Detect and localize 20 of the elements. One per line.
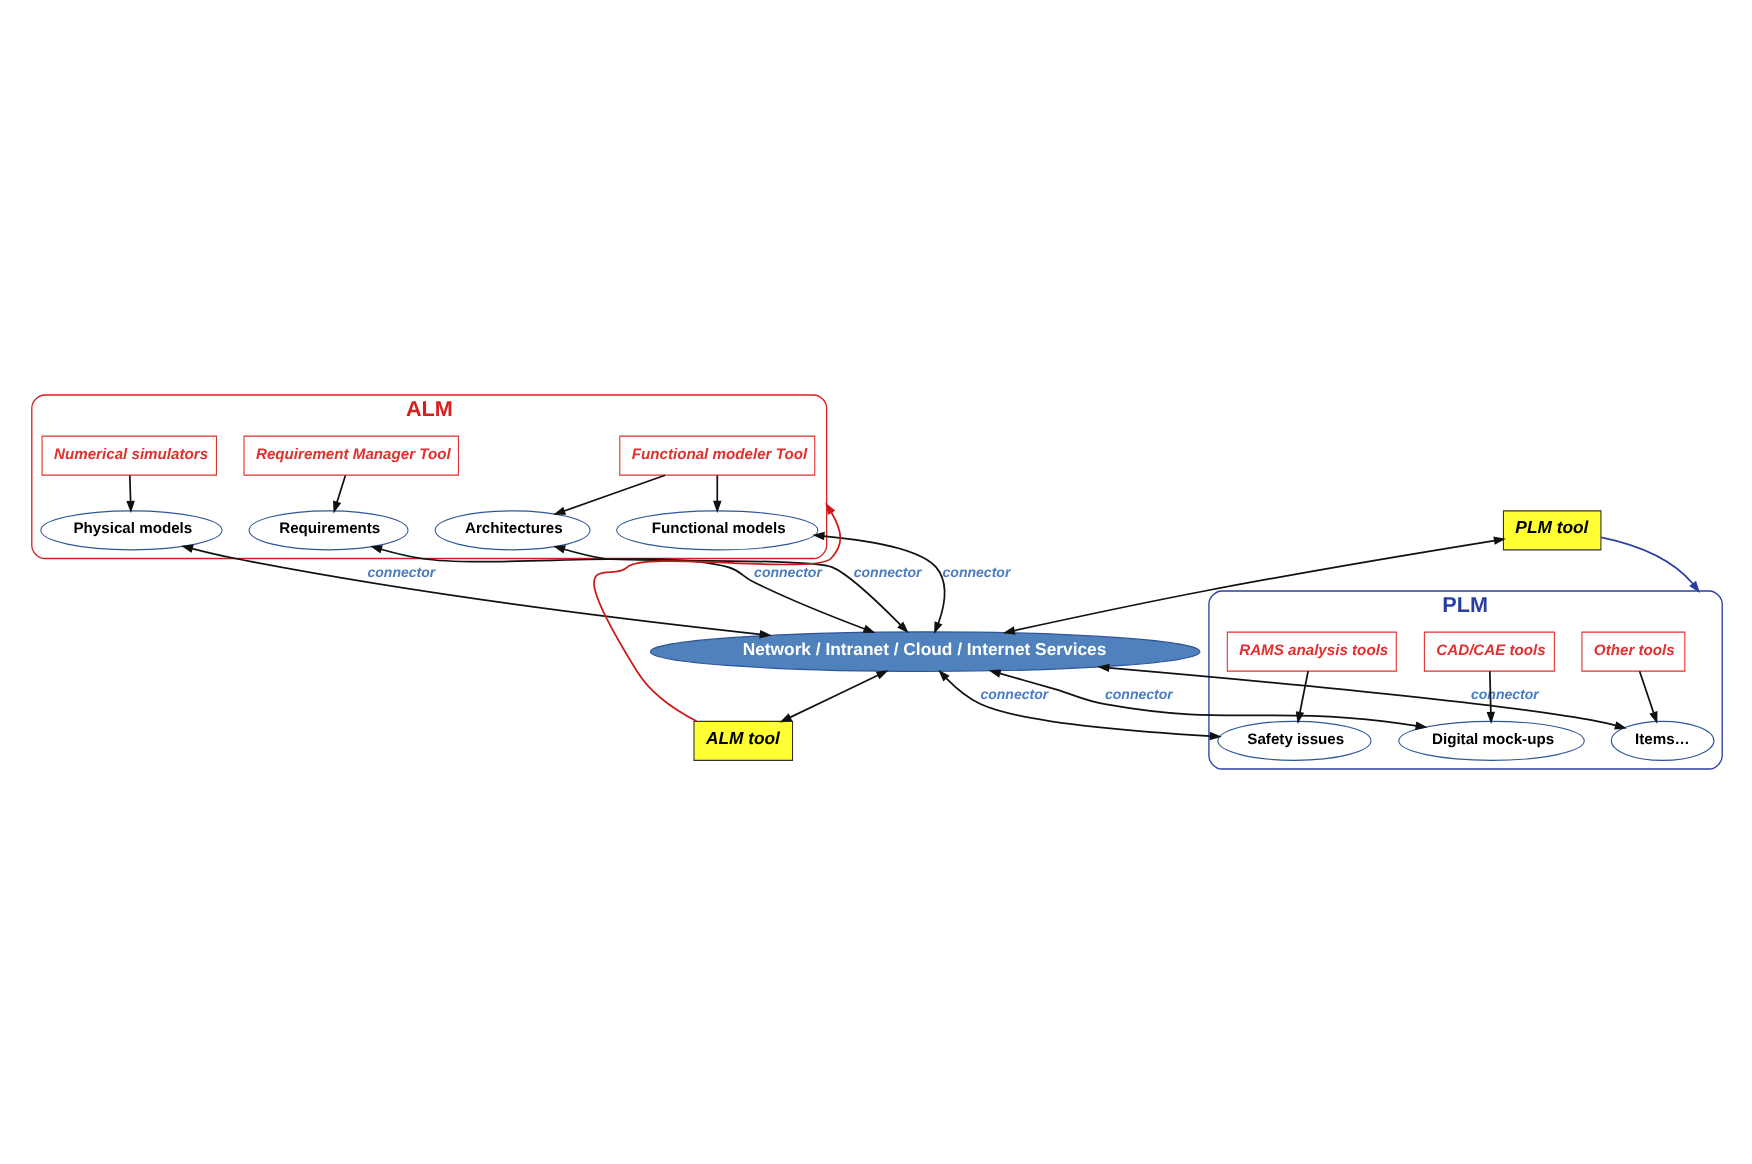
arrow (987, 669, 1427, 730)
arrow (592, 502, 841, 723)
arrow (1637, 670, 1657, 724)
arrow (1001, 536, 1505, 635)
arrow (1096, 663, 1626, 730)
arrow (125, 474, 134, 513)
arrow (369, 545, 875, 633)
arrow (552, 545, 908, 634)
arrow (1485, 670, 1495, 724)
arrow (552, 474, 665, 515)
arrow (712, 474, 721, 513)
node-box: PLM tool (1501, 510, 1601, 551)
arrow (332, 474, 346, 514)
arrow (937, 669, 1221, 741)
arrow (1294, 670, 1308, 724)
arrow (179, 544, 771, 639)
arrow (778, 670, 888, 723)
node-box: ALM tool (692, 720, 793, 761)
arrow (1599, 536, 1699, 594)
arrow (811, 531, 945, 635)
